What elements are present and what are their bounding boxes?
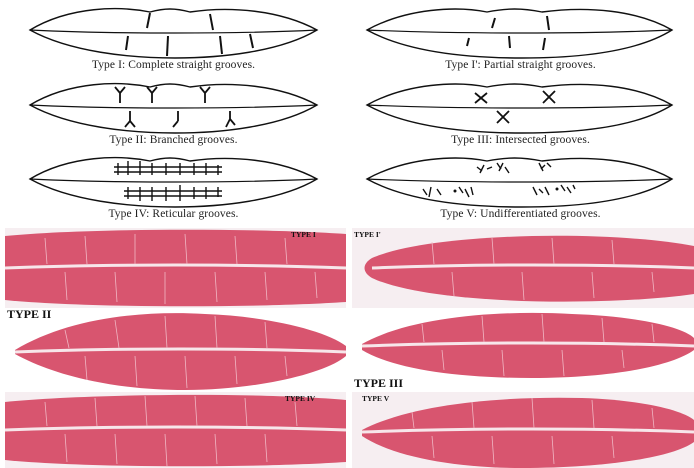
diagram-type-2: Type II: Branched grooves.	[0, 75, 347, 150]
photo-label: TYPE II	[7, 310, 51, 322]
lip-print-photo-type-1: TYPE I	[5, 228, 346, 308]
lip-print-image	[352, 228, 694, 308]
lip-print-image	[5, 392, 346, 468]
lip-print-photo-type-1-prime: TYPE I'	[352, 228, 694, 308]
lip-outline-icon	[347, 149, 694, 209]
diagram-caption: Type I': Partial straight grooves.	[347, 59, 694, 71]
photo-label: TYPE V	[362, 394, 389, 403]
diagram-type-1: Type I: Complete straight grooves.	[0, 0, 347, 75]
diagram-caption: Type V: Undifferentiated grooves.	[347, 208, 694, 220]
photo-label-type-3: TYPE III	[354, 376, 403, 391]
lip-print-photo-type-4: TYPE IV	[5, 392, 346, 468]
diagram-caption: Type III: Intersected grooves.	[347, 134, 694, 146]
diagram-type-3: Type III: Intersected grooves.	[347, 75, 694, 150]
lip-print-image	[352, 310, 694, 378]
photo-label: TYPE I'	[354, 230, 381, 239]
diagram-type-5: Type V: Undifferentiated grooves.	[347, 149, 694, 224]
photo-label: TYPE I	[291, 230, 316, 239]
diagram-caption: Type IV: Reticular grooves.	[0, 208, 347, 220]
diagram-type-1-prime: Type I': Partial straight grooves.	[347, 0, 694, 75]
lip-outline-icon	[0, 75, 347, 135]
lip-print-image	[5, 228, 346, 308]
photo-label: TYPE IV	[285, 394, 315, 403]
lip-print-photo-type-2: TYPE II	[5, 310, 346, 390]
lip-print-image	[352, 392, 694, 468]
lip-outline-icon	[347, 75, 694, 135]
lip-print-image	[5, 310, 346, 390]
diagram-caption: Type II: Branched grooves.	[0, 134, 347, 146]
lip-outline-icon	[0, 149, 347, 209]
diagram-type-4: Type IV: Reticular grooves.	[0, 149, 347, 224]
lip-outline-icon	[0, 0, 347, 60]
lip-print-photo-type-5: TYPE V	[352, 392, 694, 468]
lip-print-photo-unlabeled	[352, 310, 694, 378]
diagram-caption: Type I: Complete straight grooves.	[0, 59, 347, 71]
lip-outline-icon	[347, 0, 694, 60]
